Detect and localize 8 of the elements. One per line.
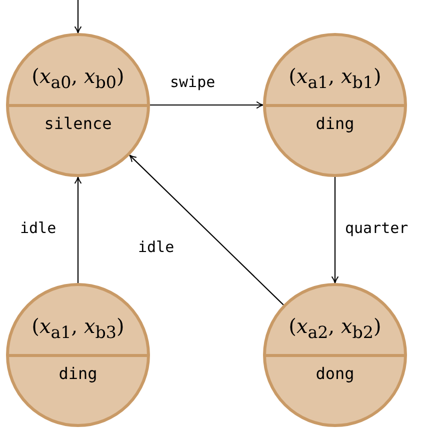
- state-name: dong: [314, 364, 356, 383]
- state-values: (x$_{a1}$, x$_{b3}$): [30, 314, 126, 342]
- state-values: (x$_{a0}$, x$_{b0}$): [30, 64, 126, 92]
- state-name: ding: [58, 364, 98, 383]
- state-name: ding: [314, 114, 356, 133]
- state-values: (x$_{a2}$, x$_{b2}$): [288, 314, 382, 342]
- state-name: silence: [43, 114, 113, 133]
- state-values: (x$_{a1}$, x$_{b1}$): [288, 64, 382, 92]
